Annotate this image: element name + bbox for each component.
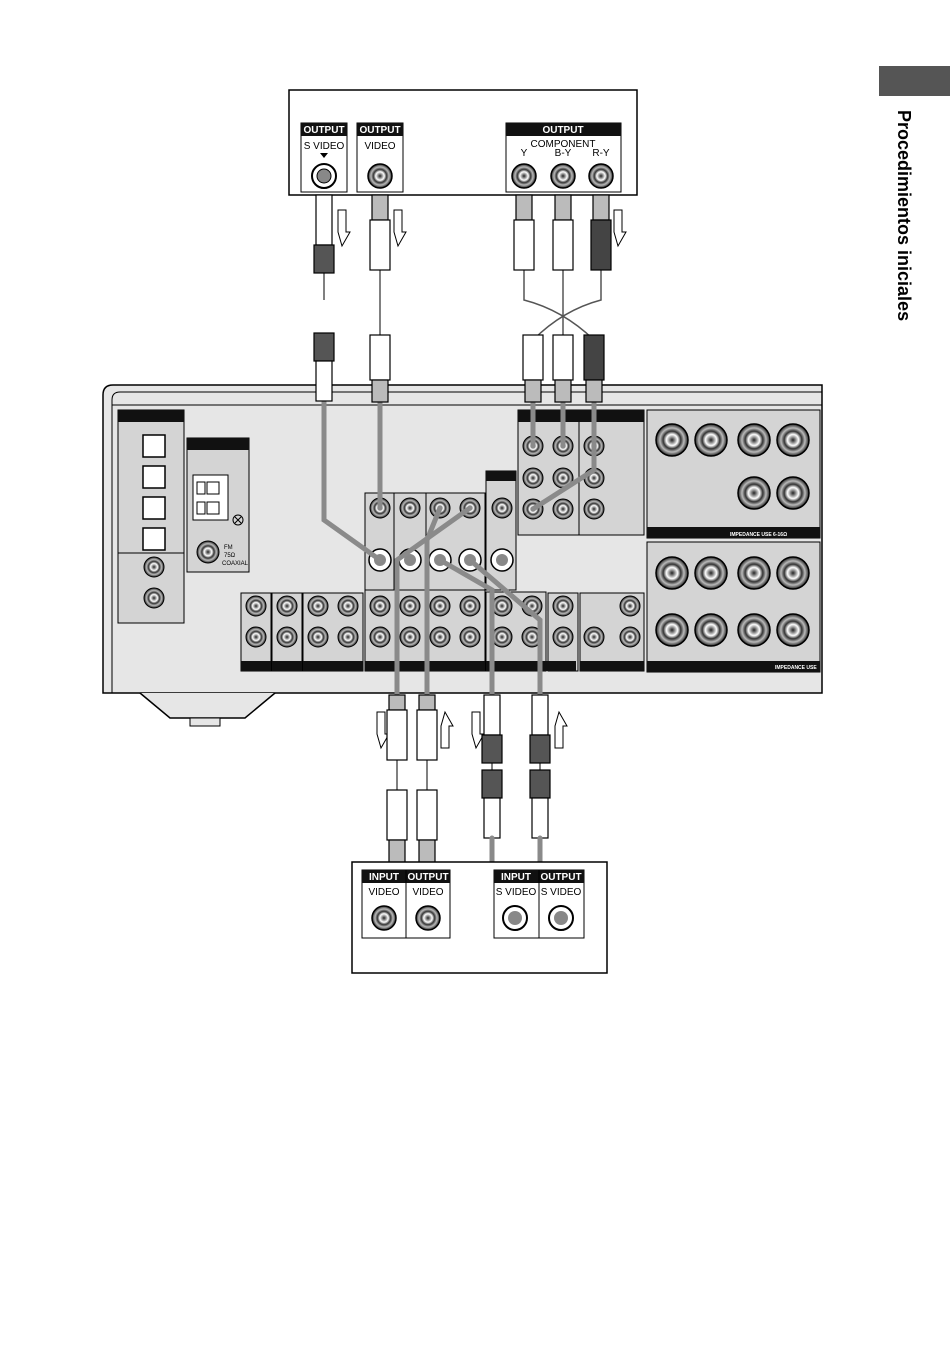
fm-label-3: COAXIAL — [222, 561, 249, 567]
recorder-video-output-header: OUTPUT — [407, 872, 448, 883]
source-component-by-label: B-Y — [555, 148, 572, 159]
fm-label-1: FM — [224, 545, 233, 551]
recorder-video-output-label: VIDEO — [412, 887, 443, 898]
source-svideo-output-jack: OUTPUT S VIDEO — [301, 123, 347, 192]
source-component-y-label: Y — [521, 148, 528, 159]
source-component-ry-label: R-Y — [592, 148, 610, 159]
recorder-svideo-output-header: OUTPUT — [540, 872, 581, 883]
recorder-video-input-label: VIDEO — [368, 887, 399, 898]
source-video-output-jack: OUTPUT VIDEO — [357, 123, 403, 192]
bottom-plugs — [387, 695, 550, 865]
source-component-header: OUTPUT — [542, 125, 583, 136]
impedance-label-1: IMPEDANCE USE 6-16Ω — [730, 532, 787, 538]
source-svideo-label: S VIDEO — [304, 141, 345, 152]
source-video-label: VIDEO — [364, 141, 395, 152]
source-device: OUTPUT S VIDEO OUTPUT VIDEO OUTPUT COMPO… — [289, 90, 637, 195]
recorder-video-input-header: INPUT — [369, 872, 399, 883]
source-video-header: OUTPUT — [359, 125, 400, 136]
receiver-rear-panel: FM 75Ω COAXIAL — [103, 385, 822, 726]
impedance-label-2: IMPEDANCE USE — [775, 665, 817, 671]
source-component-output-jacks: OUTPUT COMPONENT Y B-Y R-Y — [506, 123, 621, 192]
top-plugs — [314, 195, 611, 402]
fm-label-2: 75Ω — [224, 553, 236, 559]
recorder-svideo-input-label: S VIDEO — [496, 887, 537, 898]
recorder-svideo-output-label: S VIDEO — [541, 887, 582, 898]
recorder-svideo-input-header: INPUT — [501, 872, 531, 883]
recorder-device: INPUT OUTPUT VIDEO VIDEO INPUT OUTPUT S … — [352, 862, 607, 973]
source-svideo-header: OUTPUT — [303, 125, 344, 136]
